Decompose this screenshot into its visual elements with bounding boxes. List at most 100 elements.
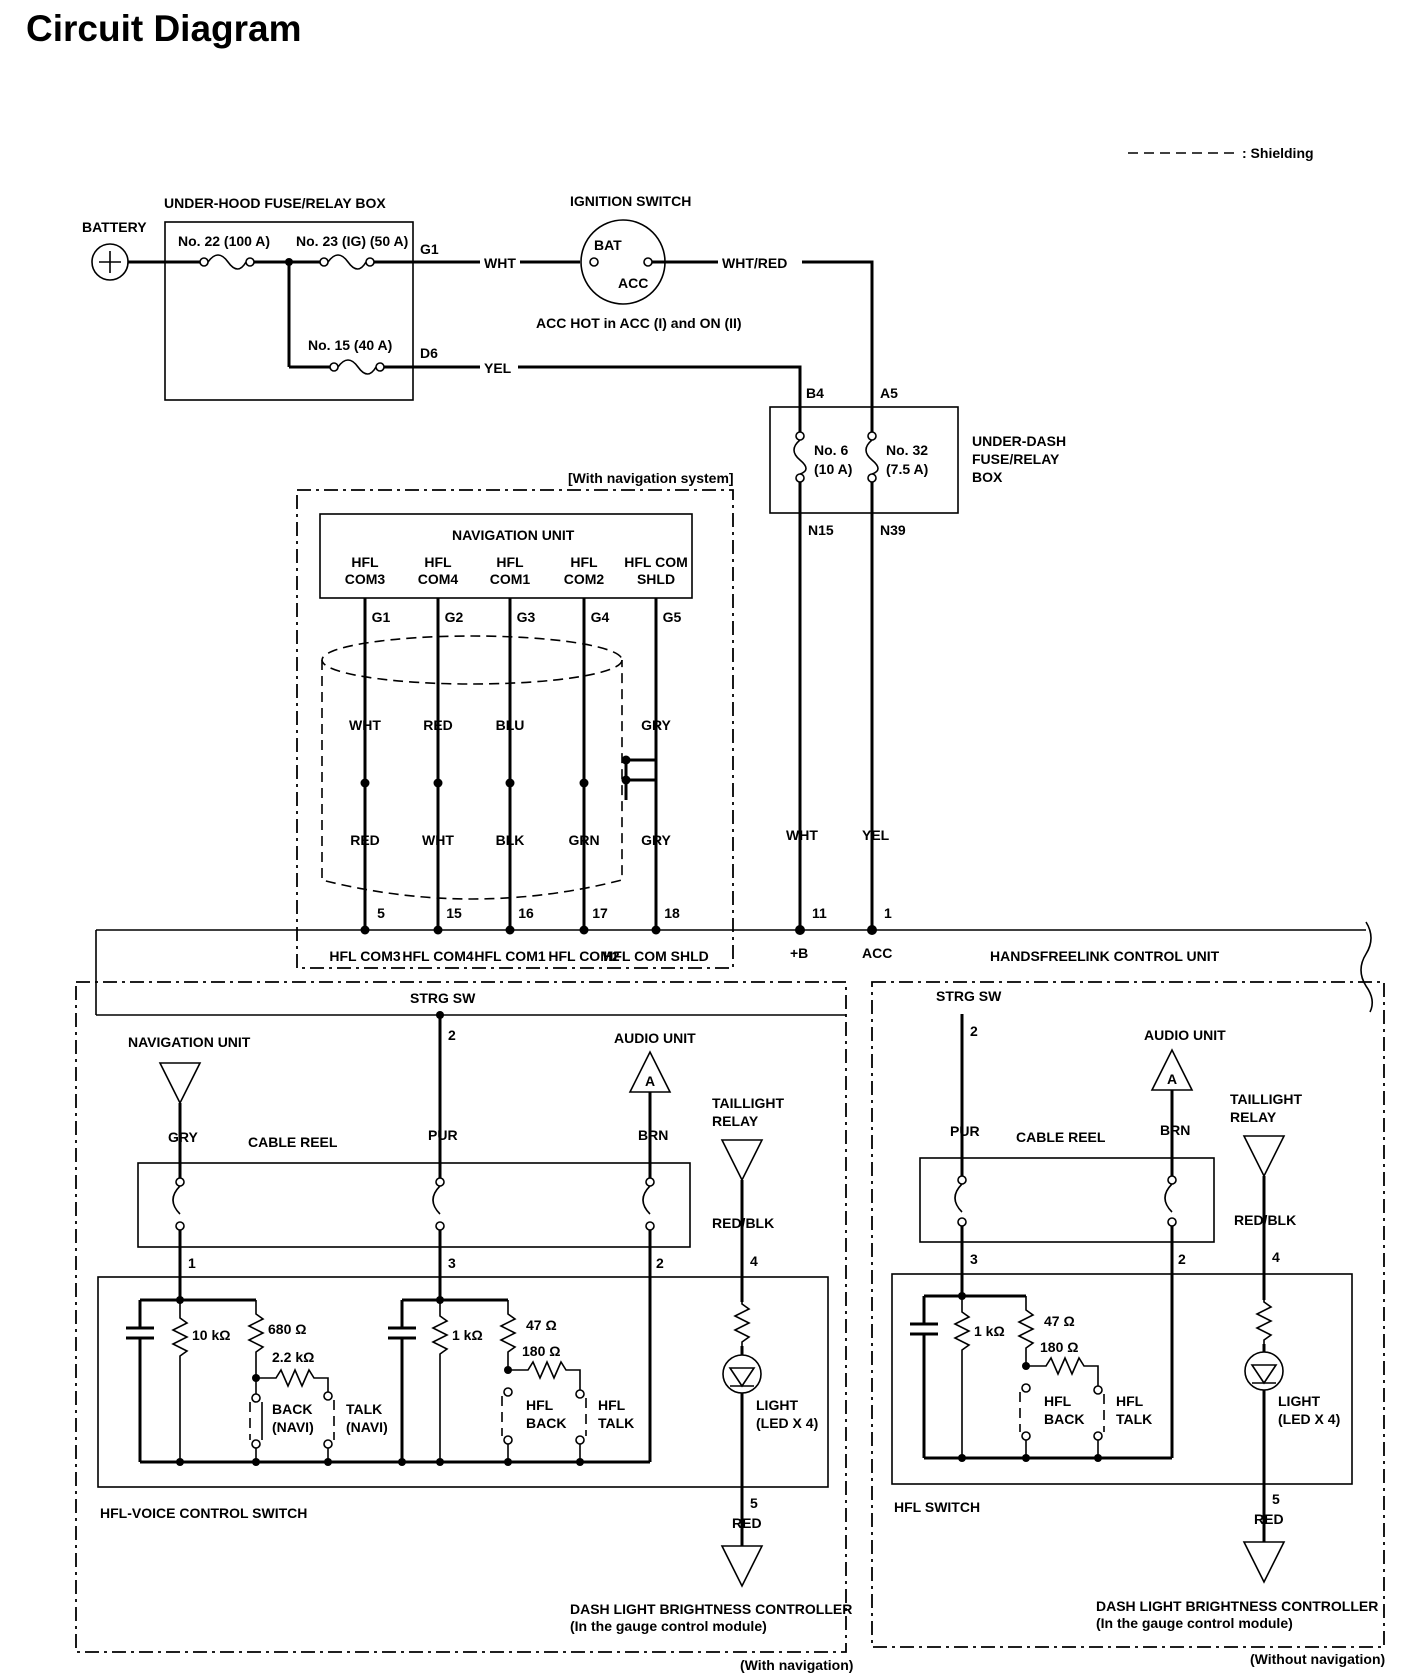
shield-body — [321, 660, 623, 900]
left-navigation-unit-ground-icon — [158, 1062, 202, 1105]
left-switch-section: STRG SW 2 PUR NAVIGATION UNIT GRY AUDIO … — [75, 981, 853, 1673]
nav-pin-2-upper-wire-color: RED — [423, 717, 453, 733]
right-resistor-180-label: 180 Ω — [1040, 1339, 1078, 1355]
shield-drain-node-lower — [621, 775, 631, 785]
shielding-legend: : Shielding — [1128, 145, 1314, 161]
left-pin-5-label: 5 — [750, 1495, 758, 1511]
talk-navi-label-1: TALK — [346, 1401, 382, 1417]
nav-pin-3-connector-label: G3 — [517, 609, 536, 625]
fuse-23-label: No. 23 (IG) (50 A) — [296, 233, 408, 249]
left-pin-2b-label: 2 — [656, 1255, 664, 1271]
underdash-box-label-2: FUSE/RELAY — [972, 451, 1060, 467]
left-taillight-relay-icon — [720, 1139, 764, 1182]
nav-pin-3-splice — [505, 778, 515, 788]
nav-pin-2-lower-wire-color: WHT — [422, 832, 454, 848]
resistor-2k2-symbol — [256, 1368, 329, 1392]
resistor-10k-label: 10 kΩ — [192, 1327, 230, 1343]
left-pin-2-label: 2 — [448, 1027, 456, 1043]
right-pur-wire-label: PUR — [950, 1123, 980, 1139]
right-taillight-label-1: TAILLIGHT — [1230, 1091, 1303, 1107]
left-cable-reel-box — [137, 1162, 691, 1248]
right-cable-reel-contact-2 — [1164, 1175, 1177, 1227]
underhood-box-label: UNDER-HOOD FUSE/RELAY BOX — [164, 195, 386, 211]
right-pin-3-label: 3 — [970, 1251, 978, 1267]
underdash-fuse-box — [769, 406, 959, 514]
nav-pin-3-label-line1: HFL — [496, 554, 524, 570]
without-navigation-label: (Without navigation) — [1250, 1651, 1385, 1667]
right-cable-reel-label: CABLE REEL — [1016, 1129, 1106, 1145]
left-brn-wire-label: BRN — [638, 1127, 668, 1143]
right-pin-2b-label: 2 — [1178, 1251, 1186, 1267]
with-nav-system-boundary — [296, 489, 734, 969]
page-title: Circuit Diagram — [26, 8, 302, 49]
pin-1-label: 1 — [884, 905, 892, 921]
left-gry-wire-label: GRY — [168, 1129, 198, 1145]
right-resistor-47-label: 47 Ω — [1044, 1313, 1075, 1329]
navigation-section: [With navigation system] NAVIGATION UNIT… — [296, 470, 734, 969]
yel-hcu-wire-label: YEL — [862, 827, 890, 843]
pin-11-terminal — [795, 925, 805, 935]
fuse-32-label: No. 32 — [886, 442, 928, 458]
right-audio-unit-label: AUDIO UNIT — [1144, 1027, 1226, 1043]
fuse-32-rating: (7.5 A) — [886, 461, 928, 477]
right-switch-section: STRG SW 2 PUR AUDIO UNIT A BRN TAILLIGHT… — [871, 981, 1385, 1667]
right-hfl-back-label-1: HFL — [1044, 1393, 1072, 1409]
resistor-180-symbol — [508, 1360, 581, 1390]
nav-pin-1-hcu-pin-name: HFL COM3 — [329, 948, 401, 964]
left-pin-4-label: 4 — [750, 1253, 758, 1269]
hfl-voice-control-switch-box — [97, 1276, 829, 1488]
nav-pin-4-connector-label: G4 — [591, 609, 610, 625]
hfl-back-label-2: BACK — [526, 1415, 566, 1431]
talk-navi-label-2: (NAVI) — [346, 1419, 388, 1435]
acc-hot-note: ACC HOT in ACC (I) and ON (II) — [536, 315, 742, 331]
fuse-32-symbol — [865, 431, 879, 483]
right-dash-light-ground-icon — [1242, 1541, 1286, 1584]
nav-pin-1-hcu-pin-number: 5 — [377, 905, 385, 921]
resistor-47-label: 47 Ω — [526, 1317, 557, 1333]
nav-pin-4-lower-wire-color: GRN — [568, 832, 599, 848]
nav-pin-1-label-line1: HFL — [351, 554, 379, 570]
right-resistor-180-symbol — [1026, 1356, 1099, 1386]
acc-terminal-label: ACC — [618, 275, 648, 291]
shield-top — [321, 635, 623, 685]
nav-pin-5-label-line2: SHLD — [637, 571, 675, 587]
left-light-label-1: LIGHT — [756, 1397, 798, 1413]
pin-1-terminal — [867, 925, 877, 935]
right-resistor-47-symbol — [1017, 1296, 1035, 1366]
nav-pin-1-label-line2: COM3 — [345, 571, 386, 587]
nav-pin-4-label-line2: COM2 — [564, 571, 605, 587]
left-taillight-label-1: TAILLIGHT — [712, 1095, 785, 1111]
nav-pin-5-hcu-pin-name: HFL COM SHLD — [603, 948, 709, 964]
g1-label: G1 — [420, 241, 439, 257]
battery-label: BATTERY — [82, 219, 147, 235]
with-navigation-label: (With navigation) — [740, 1657, 853, 1673]
nav-pin-2-label-line2: COM4 — [418, 571, 459, 587]
hfl-voice-control-switch-label: HFL-VOICE CONTROL SWITCH — [100, 1505, 307, 1521]
underdash-box-label-3: BOX — [972, 469, 1003, 485]
left-navigation-unit-label: NAVIGATION UNIT — [128, 1034, 251, 1050]
nav-pin-1-upper-wire-color: WHT — [349, 717, 381, 733]
nav-pin-2-splice — [433, 778, 443, 788]
fuse-23-symbol — [319, 254, 375, 270]
left-dash-controller-label-1: DASH LIGHT BRIGHTNESS CONTROLLER — [570, 1601, 852, 1617]
left-pur-wire-label: PUR — [428, 1127, 458, 1143]
left-pin-1-label: 1 — [188, 1255, 196, 1271]
left-red-blk-wire-label: RED/BLK — [712, 1215, 774, 1231]
right-hfl-talk-label-2: TALK — [1116, 1411, 1152, 1427]
left-pin-3-label: 3 — [448, 1255, 456, 1271]
fuse-6-symbol — [793, 431, 807, 483]
right-led-resistor-symbol — [1255, 1300, 1273, 1344]
n39-label: N39 — [880, 522, 906, 538]
hfl-back-label-1: HFL — [526, 1397, 554, 1413]
resistor-10k-symbol — [171, 1300, 189, 1462]
fuse-15-label: No. 15 (40 A) — [308, 337, 392, 353]
right-brn-wire-label: BRN — [1160, 1122, 1190, 1138]
right-pin-2-label: 2 — [970, 1023, 978, 1039]
back-navi-label-2: (NAVI) — [272, 1419, 314, 1435]
navigation-unit-box — [319, 513, 693, 599]
right-resistor-1k-label: 1 kΩ — [974, 1323, 1005, 1339]
underhood-fuse-box — [164, 221, 414, 401]
underdash-box-label-1: UNDER-DASH — [972, 433, 1066, 449]
shielding-legend-label: : Shielding — [1242, 145, 1314, 161]
nav-pin-5-upper-wire-color: GRY — [641, 717, 671, 733]
